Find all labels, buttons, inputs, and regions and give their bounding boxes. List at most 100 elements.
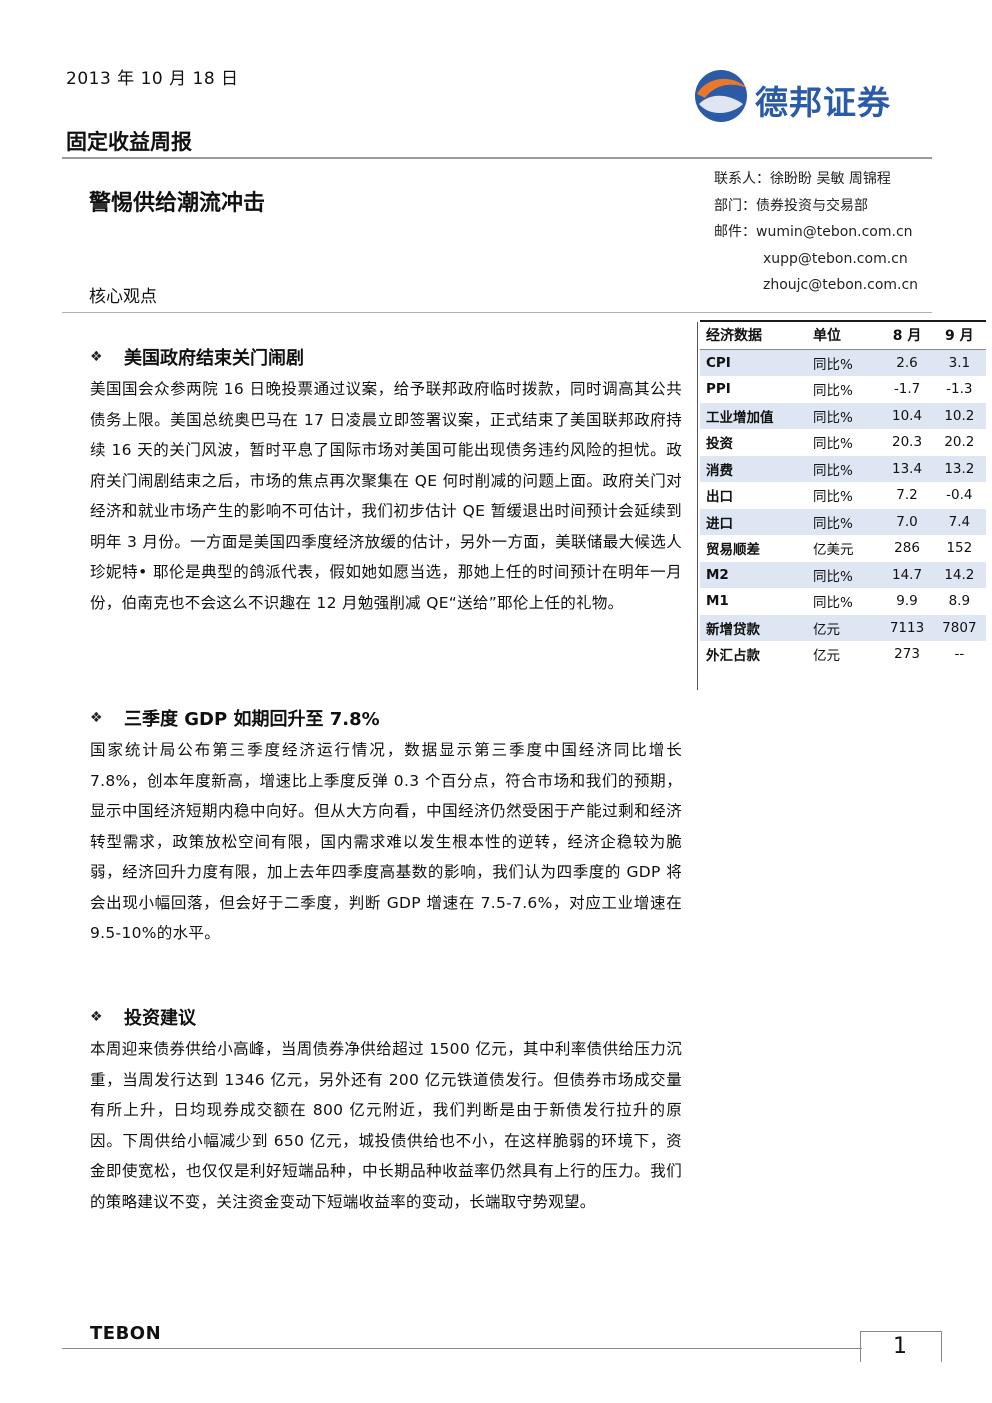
table-cell: -1.3 [946, 381, 973, 398]
diamond-bullet-icon: ❖ [90, 349, 103, 365]
table-cell: 同比% [808, 561, 882, 588]
table-cell: 亿元 [812, 648, 840, 665]
table-cell: 14.2 [932, 561, 986, 588]
report-type: 固定收益周报 [66, 130, 192, 154]
footer-divider [62, 1348, 862, 1349]
table-cell: 新增贷款 [700, 614, 809, 641]
table-cell: 工业增加值 [700, 402, 809, 429]
tebon-logo-icon [695, 70, 747, 122]
table-cell: CPI [700, 349, 809, 376]
table-cell: PPI [706, 381, 731, 398]
column-header: 9 月 [932, 322, 986, 350]
table-cell: 同比% [812, 436, 853, 453]
table-cell: 20.3 [892, 434, 923, 451]
column-header: 经济数据 [700, 322, 809, 350]
table-cell: 出口 [706, 489, 733, 506]
table-cell: 7.4 [932, 508, 986, 535]
core-view-divider [62, 312, 932, 313]
table-cell: -0.4 [946, 487, 973, 504]
footer-brand: TEBON [90, 1323, 162, 1344]
table-top-rule [700, 320, 986, 322]
table-row: 出口 同比% 7.2 -0.4 [700, 482, 986, 509]
diamond-bullet-icon: ❖ [90, 1009, 103, 1025]
table-cell: 投资 [706, 436, 733, 453]
table-cell: 同比% [812, 595, 853, 612]
section-body: 本周迎来债券供给小高峰，当周债券净供给超过 1500 亿元，其中利率债供给压力沉… [90, 1040, 682, 1211]
table-row: M1 同比% 9.9 8.9 [700, 588, 986, 615]
table-cell: 贸易顺差 [706, 542, 760, 559]
contact-people: 联系人：徐盼盼 吴敏 周锦程 [714, 171, 891, 187]
table-cell: 3.1 [932, 349, 986, 376]
section-title: 美国政府结束关门闹剧 [124, 348, 304, 369]
report-date: 2013 年 10 月 18 日 [66, 69, 239, 89]
table-cell: 7.2 [896, 487, 918, 504]
page-number-box [860, 1331, 942, 1362]
table-cell: 7.0 [881, 508, 933, 535]
logo-text: 德邦证券 [755, 83, 891, 122]
section-us-government: ❖ 美国政府结束关门闹剧 美国国会众参两院 16 日晚投票通过议案，给予联邦政府… [90, 342, 682, 618]
table-cell: 同比% [808, 508, 882, 535]
section-gdp: ❖ 三季度 GDP 如期回升至 7.8% 国家统计局公布第三季度经济运行情况，数… [90, 703, 682, 949]
email-link[interactable]: xupp@tebon.com.cn [763, 250, 908, 267]
column-header: 8 月 [881, 322, 933, 350]
contact-email-row: zhoujc@tebon.com.cn [714, 272, 918, 299]
diamond-bullet-icon: ❖ [90, 710, 103, 726]
table-cell: 亿美元 [812, 542, 854, 559]
table-cell: M2 [700, 561, 809, 588]
table-cell: 同比% [808, 349, 882, 376]
table-cell: -- [954, 646, 965, 663]
table-cell: 273 [894, 646, 920, 663]
table-cell: 7807 [932, 614, 986, 641]
email-link[interactable]: wumin@tebon.com.cn [756, 224, 913, 240]
table-cell: 亿元 [808, 614, 882, 641]
section-body: 美国国会众参两院 16 日晚投票通过议案，给予联邦政府临时拨款，同时调高其公共债… [90, 380, 682, 612]
table-cell: 14.7 [881, 561, 933, 588]
column-header: 单位 [808, 322, 882, 350]
table-cell: 7113 [881, 614, 933, 641]
table-cell: 同比% [812, 383, 853, 400]
table-cell: 13.2 [932, 455, 986, 482]
table-row: 贸易顺差 亿美元 286 152 [700, 535, 986, 562]
table-cell: 152 [946, 540, 973, 557]
table-cell: -1.7 [893, 381, 921, 398]
table-cell: 9.9 [896, 593, 918, 610]
table-cell: 10.4 [881, 402, 933, 429]
table-cell: 10.2 [932, 402, 986, 429]
contact-email-row: xupp@tebon.com.cn [714, 246, 918, 273]
report-headline: 警惕供给潮流冲击 [89, 191, 266, 216]
table-cell: 同比% [812, 489, 853, 506]
section-title: 三季度 GDP 如期回升至 7.8% [124, 709, 380, 730]
section-body: 国家统计局公布第三季度经济运行情况，数据显示第三季度中国经济同比增长 7.8%，… [90, 741, 682, 942]
contact-department: 部门：债券投资与交易部 [714, 197, 868, 214]
table-cell: 8.9 [948, 593, 971, 610]
contact-block: 联系人：徐盼盼 吴敏 周锦程 部门：债券投资与交易部 邮件：wumin@tebo… [714, 166, 918, 299]
table-cell: 13.4 [881, 455, 933, 482]
core-view-label: 核心观点 [89, 287, 157, 307]
table-row: PPI 同比% -1.7 -1.3 [700, 376, 986, 403]
table-cell: 2.6 [881, 349, 933, 376]
section-investment-advice: ❖ 投资建议 本周迎来债券供给小高峰，当周债券净供给超过 1500 亿元，其中利… [90, 1002, 682, 1217]
table-cell: 外汇占款 [706, 648, 760, 665]
table-cell: 286 [894, 540, 920, 557]
page-number: 1 [893, 1334, 907, 1359]
table-header-row: 经济数据 单位 8 月 9 月 [700, 322, 986, 350]
table-row: 外汇占款 亿元 273 -- [700, 641, 986, 668]
table-left-rule [697, 322, 698, 690]
table-cell: 进口 [700, 508, 809, 535]
email-label: 邮件： [714, 224, 756, 240]
table-cell: 消费 [700, 455, 809, 482]
email-link[interactable]: zhoujc@tebon.com.cn [763, 277, 919, 293]
table-cell: 同比% [808, 455, 882, 482]
section-title: 投资建议 [124, 1008, 196, 1029]
header-divider [62, 157, 932, 159]
table-cell: 同比% [808, 402, 882, 429]
table-cell: M1 [706, 593, 729, 610]
